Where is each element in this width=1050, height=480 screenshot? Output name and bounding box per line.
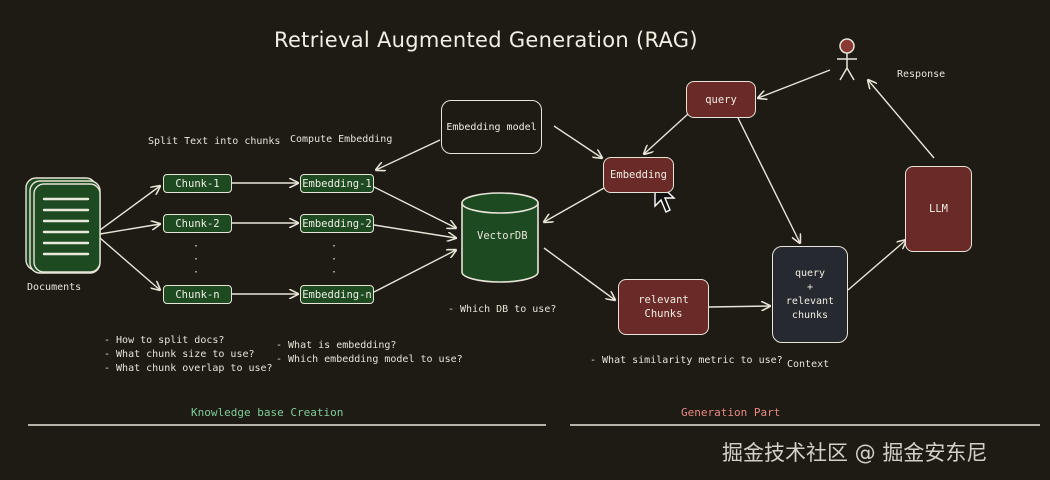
- embedding-notes: - What is embedding? - Which embedding m…: [276, 340, 463, 365]
- diagram-title: Retrieval Augmented Generation (RAG): [274, 28, 698, 52]
- user-icon: [837, 38, 857, 81]
- arrow-embn-vdb: [373, 250, 456, 293]
- chunk-ellipsis: · · ·: [193, 241, 200, 278]
- arrow-relevant-context: [708, 306, 770, 307]
- embedding-n: Embedding-n: [300, 285, 374, 304]
- chunk-1: Chunk-1: [163, 174, 232, 193]
- llm-box: LLM: [905, 166, 972, 252]
- arrow-query-embedding: [644, 113, 689, 154]
- split-header: Split Text into chunks: [148, 136, 281, 147]
- arrow-model-embedding: [553, 125, 602, 158]
- chunk-2: Chunk-2: [163, 214, 232, 233]
- context-box: query + relevant chunks: [772, 246, 848, 343]
- embedding-2: Embedding-2: [300, 214, 374, 233]
- arrow-doc-chunk2: [99, 224, 160, 235]
- chunk-n: Chunk-n: [163, 285, 232, 304]
- embedding-box: Embedding: [603, 157, 674, 193]
- query-box: query: [686, 81, 756, 118]
- arrow-embedding-vdb: [544, 187, 605, 222]
- gen-section-label: Generation Part: [681, 406, 781, 419]
- vectordb-cylinder: [461, 192, 539, 283]
- arrow-emb1-vdb: [373, 186, 456, 228]
- vectordb-label: VectorDB: [477, 230, 528, 242]
- arrow-doc-chunk1: [99, 186, 160, 231]
- documents-label: Documents: [27, 282, 82, 293]
- context-label: Context: [787, 359, 830, 370]
- vectordb-note: - Which DB to use?: [448, 304, 557, 315]
- embedding-model: Embedding model: [441, 100, 542, 154]
- arrow-query-context: [737, 117, 800, 243]
- kb-section-label: Knowledge base Creation: [191, 406, 344, 419]
- relevant-chunks-box: relevant Chunks: [618, 279, 709, 335]
- arrow-emb2-vdb: [373, 224, 456, 238]
- chunking-notes: - How to split docs? - What chunk size t…: [104, 335, 273, 374]
- watermark: 掘金技术社区 @ 掘金安东尼: [722, 441, 988, 465]
- arrow-model-emb1: [376, 139, 441, 170]
- arrow-person-query: [758, 69, 831, 98]
- embedding-ellipsis: · · ·: [331, 241, 338, 278]
- arrow-vdb-relevant: [543, 247, 615, 300]
- documents-icon: [25, 177, 101, 274]
- arrow-context-llm: [847, 240, 906, 291]
- arrow-llm-person: [868, 80, 935, 159]
- similarity-note: - What similarity metric to use?: [590, 355, 783, 366]
- embedding-1: Embedding-1: [300, 174, 374, 193]
- compute-header: Compute Embedding: [290, 134, 393, 145]
- response-label: Response: [897, 69, 946, 80]
- arrow-doc-chunkn: [99, 237, 160, 290]
